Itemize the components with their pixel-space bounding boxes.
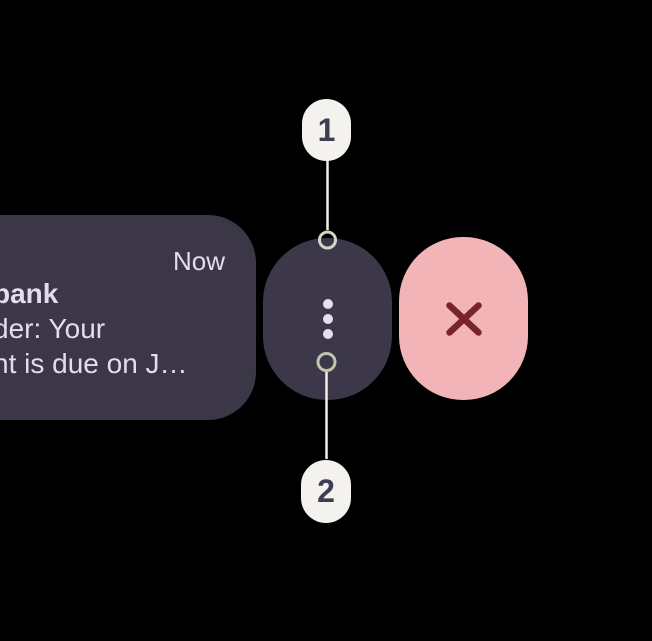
callout-badge-2-label: 2 — [317, 473, 335, 509]
close-icon — [445, 301, 482, 336]
notification-timestamp: Now — [172, 246, 225, 276]
dot — [322, 314, 333, 324]
close-icon-strokes — [445, 301, 482, 336]
dismiss-button[interactable] — [399, 237, 528, 400]
dot — [322, 329, 333, 339]
notification-body-line-2: nt is due on J… — [0, 348, 188, 379]
callout-badge-1-label: 1 — [317, 111, 336, 148]
callout-badge-2: 2 — [301, 460, 351, 523]
more-options-button[interactable] — [263, 238, 392, 400]
more-vert-icon — [322, 299, 333, 339]
notification-card[interactable]: Now bank der: Your nt is due on J… — [0, 215, 256, 420]
notification-body-line-1: der: Your — [0, 313, 106, 344]
dot — [322, 299, 333, 309]
callout-badge-1: 1 — [302, 99, 351, 161]
notification-title: bank — [0, 278, 59, 309]
